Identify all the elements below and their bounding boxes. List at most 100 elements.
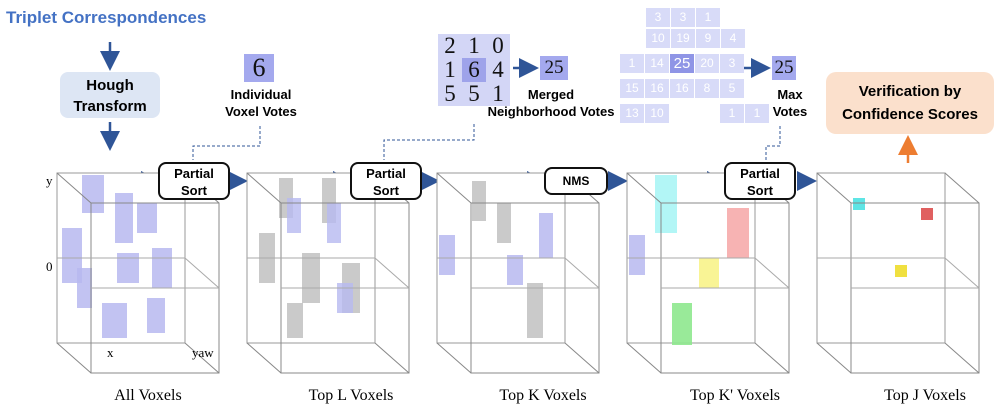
- green-region: [672, 303, 692, 345]
- cube-edge: [56, 342, 92, 374]
- max-grid-cell: 1: [696, 8, 720, 27]
- max-grid-cell: 1: [720, 104, 744, 123]
- merged-grid-cell: 1: [492, 81, 504, 106]
- stage-label-top-k: Top K Voxels: [499, 387, 587, 404]
- verification-line1: Verification by: [858, 83, 962, 100]
- cube-edge: [246, 172, 282, 204]
- max-grid-cell: 3: [646, 8, 670, 27]
- vote-region: [539, 213, 553, 258]
- dashed-leader-merged: [383, 124, 475, 160]
- max-grid-cell: 19: [671, 29, 695, 48]
- max-grid-cell: 9: [696, 29, 720, 48]
- cube-edge: [626, 342, 662, 374]
- max-grid-cell: 13: [620, 104, 644, 123]
- max-grid-cell: 5: [720, 79, 744, 98]
- max-label-line1: Max: [777, 87, 803, 102]
- cyan-region: [655, 175, 677, 233]
- gray-region: [527, 283, 543, 338]
- max-votes-label: Max Votes: [760, 86, 820, 120]
- vote-region: [629, 235, 645, 275]
- cube-edge: [184, 342, 220, 374]
- max-label-line2: Votes: [772, 104, 808, 119]
- max-grid-cell: 10: [645, 104, 669, 123]
- max-grid-cell: 1: [745, 104, 769, 123]
- max-grid-cell: 15: [620, 79, 644, 98]
- partial-sort-box-3: Partial Sort: [724, 162, 796, 200]
- gray-region: [302, 253, 320, 303]
- hough-line1: Hough: [86, 77, 134, 94]
- max-grid-cell: 14: [645, 54, 669, 73]
- sort3-line1: Partial: [740, 166, 780, 181]
- verification-box: Verification by Confidence Scores: [826, 72, 994, 134]
- max-grid-cell: 25: [670, 54, 694, 73]
- cube-mid-edge: [564, 257, 600, 289]
- yellow-voxel: [895, 265, 907, 277]
- merged-grid-cell: 2: [444, 33, 456, 58]
- max-grid-cell: 4: [721, 29, 745, 48]
- cube-mid-edge: [944, 257, 980, 289]
- cube-mid-edge: [374, 257, 410, 289]
- vote-region: [507, 255, 523, 285]
- nms-box: NMS: [544, 167, 608, 195]
- red-voxel: [921, 208, 933, 220]
- axis-zero-label: 0: [46, 259, 53, 274]
- vote-region: [287, 198, 301, 233]
- cube-edge: [816, 342, 852, 374]
- individual-label-line1: Individual: [230, 87, 292, 102]
- merged-grid-cell: 4: [492, 57, 504, 82]
- cube-edge: [626, 172, 662, 204]
- vote-region: [115, 193, 133, 243]
- axis-y-label: y: [46, 173, 53, 188]
- dashed-leader-individual: [192, 126, 261, 160]
- cube-edge: [944, 172, 980, 204]
- individual-label-line2: Voxel Votes: [225, 104, 297, 119]
- merged-result-cell: 25: [540, 56, 568, 80]
- stage-label-top-kprime: Top K' Voxels: [689, 387, 781, 404]
- merged-grid-cell: 6: [462, 58, 486, 82]
- max-grid-cell: 1: [620, 54, 644, 73]
- vote-region: [137, 203, 157, 233]
- max-grid-cell: 16: [670, 79, 694, 98]
- sort1-line2: Sort: [181, 183, 207, 198]
- vote-region: [327, 203, 341, 243]
- cube-edge: [374, 342, 410, 374]
- vote-region: [439, 235, 455, 275]
- vote-region: [152, 248, 172, 288]
- merged-grid-cell: 1: [444, 57, 456, 82]
- cube-mid-edge: [754, 257, 790, 289]
- vote-region: [102, 303, 127, 338]
- vote-region: [82, 175, 104, 213]
- vote-region: [117, 253, 139, 283]
- individual-vote-cell: 6: [244, 54, 274, 82]
- merged-grid-cell: 5: [444, 81, 456, 106]
- vote-region: [147, 298, 165, 333]
- axis-yaw-label: yaw: [192, 345, 214, 360]
- partial-sort-box-2: Partial Sort: [350, 162, 422, 200]
- gray-region: [287, 303, 303, 338]
- cube-edge: [754, 342, 790, 374]
- stage-label-top-l: Top L Voxels: [308, 387, 394, 404]
- yellow-region: [699, 258, 719, 288]
- stage-label-top-j: Top J Voxels: [884, 387, 966, 404]
- cube-edge: [246, 342, 282, 374]
- cube-edge: [944, 342, 980, 374]
- gray-region: [497, 203, 511, 243]
- dashed-leader-max: [765, 126, 781, 160]
- max-grid-cell: 20: [695, 54, 719, 73]
- merged-grid-cell: 0: [492, 33, 504, 58]
- cube-mid-edge: [184, 257, 220, 289]
- cube-edge: [436, 342, 472, 374]
- merged-label-line1: Merged: [527, 87, 575, 102]
- vote-region: [337, 283, 353, 313]
- max-result-cell: 25: [772, 56, 796, 80]
- individual-votes-label: Individual Voxel Votes: [206, 86, 316, 120]
- axis-x-label: x: [107, 345, 114, 360]
- sort1-line1: Partial: [174, 166, 214, 181]
- stage-label-all: All Voxels: [114, 387, 182, 404]
- cube-edge: [436, 172, 472, 204]
- max-grid-cell: 8: [695, 79, 719, 98]
- max-grid-cell: 3: [671, 8, 695, 27]
- verification-line2: Confidence Scores: [842, 106, 978, 123]
